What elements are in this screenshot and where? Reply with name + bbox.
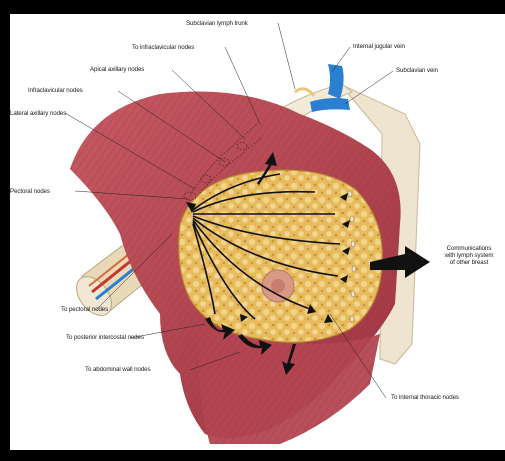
internal-jugular-vein — [328, 64, 344, 99]
label-communications-line1: Communications — [434, 245, 504, 252]
label-communications-line3: of other breast — [434, 259, 504, 266]
nipple — [271, 279, 285, 293]
label-to-pectoral-nodes: To pectoral nodes — [61, 306, 108, 313]
label-to-posterior-intercostal-nodes: To posterior intercostal nodes — [66, 334, 144, 341]
label-subclavian-lymph-trunk: Subclavian lymph trunk — [186, 20, 248, 27]
label-apical-axillary-nodes: Apical axillary nodes — [90, 66, 144, 73]
label-to-infraclavicular-nodes: To infraclavicular nodes — [132, 44, 194, 51]
label-infraclavicular-nodes: Infraclavicular nodes — [28, 87, 83, 94]
label-subclavian-vein: Subclavian vein — [396, 67, 438, 74]
label-to-abdominal-wall-nodes: To abdominal wall nodes — [85, 366, 150, 373]
label-pectoral-nodes: Pectoral nodes — [10, 188, 50, 195]
label-to-internal-thoracic-nodes: To internal thoracic nodes — [391, 394, 459, 401]
label-internal-jugular-vein: Internal jugular vein — [353, 43, 405, 50]
label-communications-line2: with lymph system — [434, 252, 504, 259]
breast-lymphatic-diagram — [10, 14, 505, 450]
diagram-panel: Subclavian lymph trunk To infraclavicula… — [10, 14, 505, 450]
label-communications: Communications with lymph system of othe… — [434, 245, 504, 266]
label-lateral-axillary-nodes: Lateral axillary nodes — [10, 110, 66, 117]
